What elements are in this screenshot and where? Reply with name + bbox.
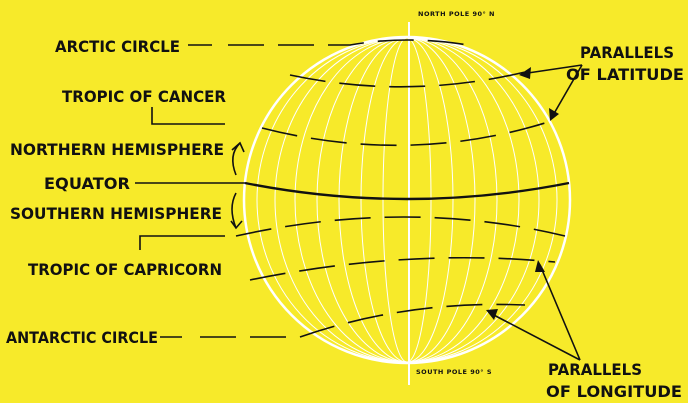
south-pole-label: SOUTH POLE 90° S	[416, 368, 492, 376]
northern-hemisphere-label: NORTHERN HEMISPHERE	[10, 140, 224, 159]
equator-line	[245, 183, 569, 199]
antarctic-circle-label: ANTARCTIC CIRCLE	[6, 328, 158, 347]
tropic-of-capricorn-label: TROPIC OF CAPRICORN	[28, 260, 222, 279]
southern-hemisphere-label: SOUTHERN HEMISPHERE	[10, 204, 222, 223]
parallels-latitude-line2: OF LATITUDE	[566, 65, 684, 84]
parallels-longitude-line1: PARALLELS	[548, 360, 642, 379]
parallels-longitude-line2: OF LONGITUDE	[546, 382, 682, 401]
tropic-of-cancer-label: TROPIC OF CANCER	[62, 87, 226, 106]
north-pole-label: NORTH POLE 90° N	[418, 10, 495, 18]
arctic-circle-label: ARCTIC CIRCLE	[55, 37, 180, 56]
equator-label: EQUATOR	[44, 174, 130, 193]
parallels-latitude-line1: PARALLELS	[580, 43, 674, 62]
parallel-lines	[200, 40, 565, 337]
